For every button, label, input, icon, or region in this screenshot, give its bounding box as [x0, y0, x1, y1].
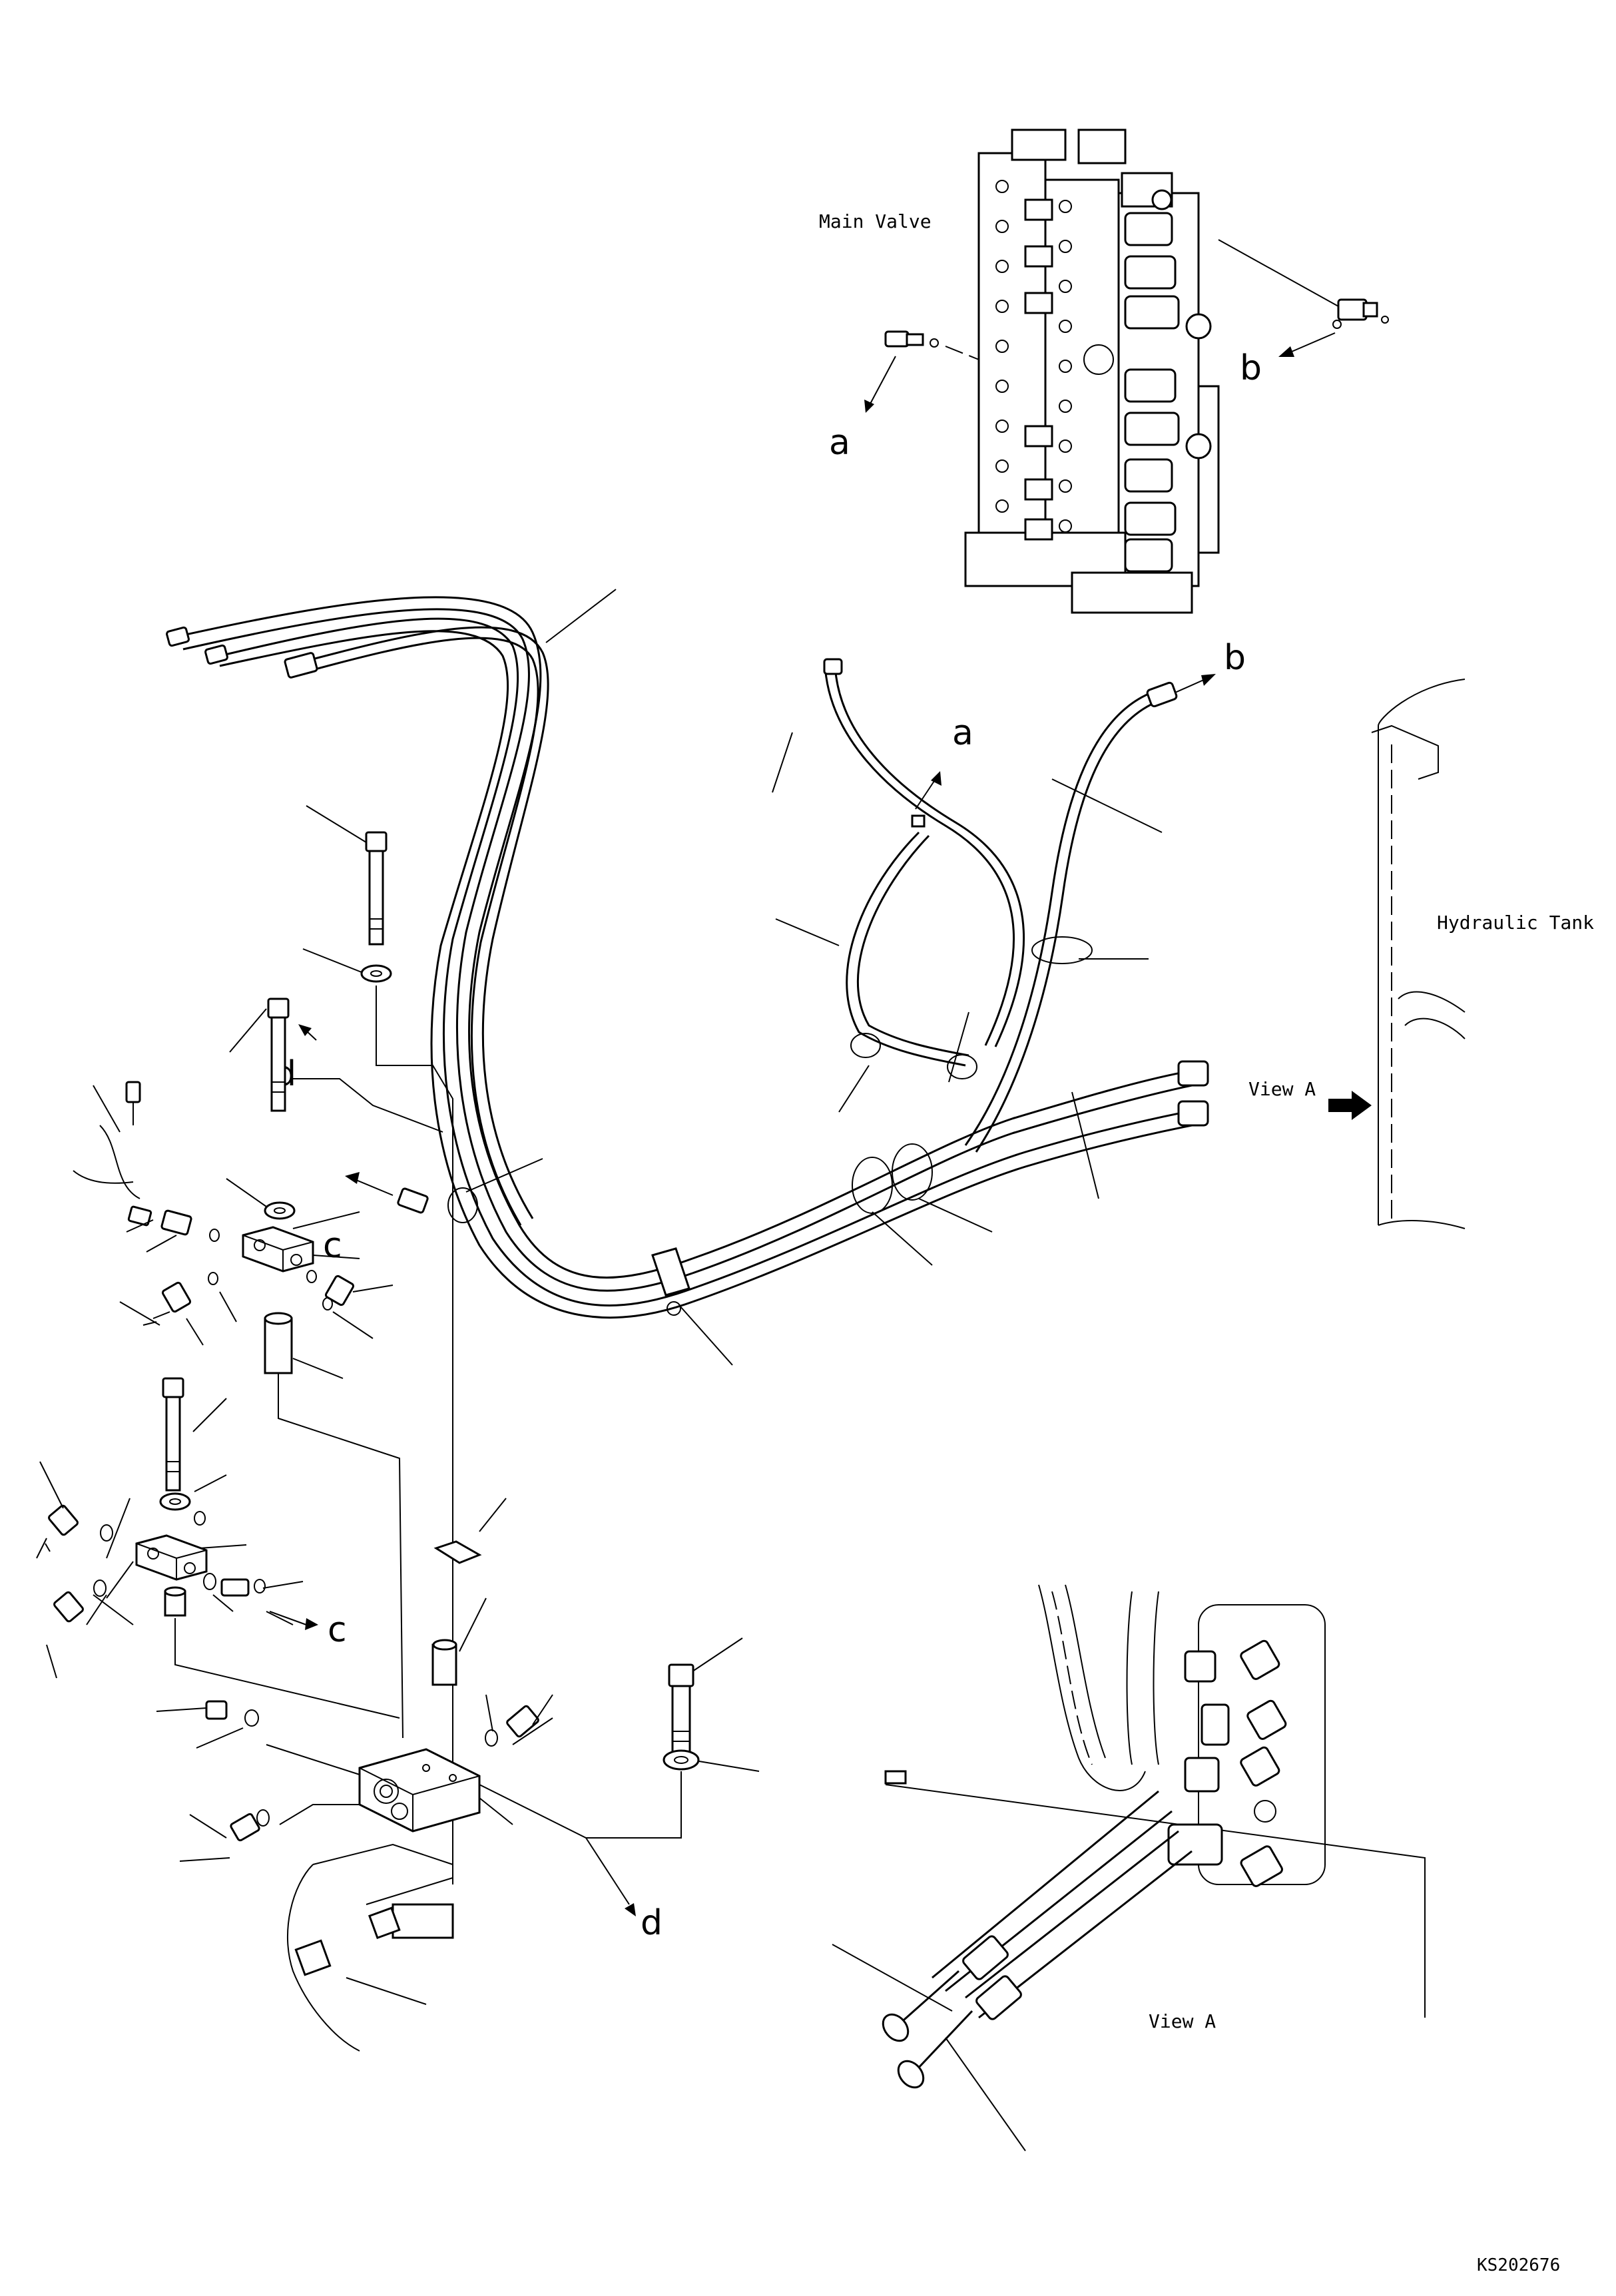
main-block-fittings — [156, 1694, 553, 1862]
letter-b-valve: b — [1240, 348, 1262, 388]
letter-a-hose: a — [952, 713, 973, 753]
hose-to-b — [964, 681, 1178, 1153]
arrow-d-lower — [585, 1837, 630, 1905]
main-valve-drawing — [864, 129, 1389, 614]
main-block — [266, 1744, 513, 1833]
manifold-block-2 — [135, 1534, 208, 1581]
valve-fitting-a — [884, 330, 979, 360]
leader-lines-harness — [465, 589, 1163, 1366]
block-1-fittings — [119, 1211, 394, 1346]
letter-d-lower: d — [641, 1903, 663, 1943]
hose-bundle-upper — [166, 596, 693, 1319]
bolt-upper — [302, 805, 453, 1884]
hydraulic-tank-label: Hydraulic Tank — [1437, 912, 1594, 934]
letter-c-upper: c — [323, 1226, 342, 1266]
clip-and-spacer — [431, 1498, 507, 1686]
bolt-lower — [159, 1377, 400, 1719]
arrow-a-valve — [868, 356, 896, 407]
valve-ports — [995, 180, 1114, 541]
letter-a-valve: a — [829, 423, 850, 463]
arrow-b-hose — [1175, 679, 1206, 693]
bolt-right — [439, 1637, 760, 1839]
hose-bundle-lower — [692, 1060, 1209, 1303]
view-a-pointer-icon — [1328, 1091, 1372, 1120]
valve-spools — [1124, 189, 1212, 573]
hose-clamps — [447, 814, 1093, 1316]
view-a-arrow-label: View A — [1248, 1078, 1316, 1100]
main-valve-label: Main Valve — [819, 210, 932, 232]
manifold-block-1 — [242, 1226, 314, 1273]
arrow-c-lower — [269, 1611, 307, 1625]
view-a-detail-label: View A — [1149, 2010, 1216, 2032]
bolt-middle — [226, 998, 443, 1739]
block-2-fittings — [36, 1461, 304, 1679]
drawing-number: KS202676 — [1477, 2255, 1560, 2275]
arrow-b-valve — [1291, 332, 1336, 352]
hydraulic-tank-outline — [1371, 679, 1466, 1229]
mounting-bracket — [286, 1843, 454, 2052]
hose-fitting-c — [345, 1172, 429, 1214]
hose-to-a — [823, 658, 1025, 1047]
arrow-a-hose — [915, 778, 936, 810]
sensor-harness — [73, 1081, 220, 1285]
hose-loop — [846, 831, 969, 1067]
valve-fitting-b — [1218, 239, 1389, 329]
letter-c-lower: c — [328, 1610, 347, 1650]
view-a-detail — [832, 1584, 1426, 2152]
letter-b-hose: b — [1224, 638, 1246, 678]
